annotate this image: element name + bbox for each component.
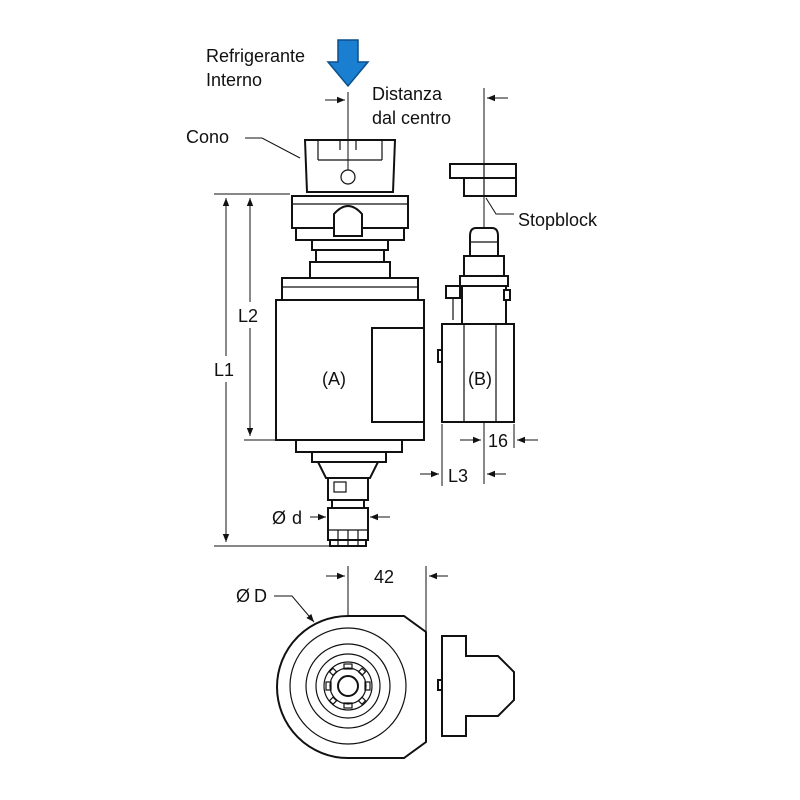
taper-leader-line	[245, 137, 301, 159]
plan-view-body	[276, 615, 427, 759]
center-distance-label-line1: Distanza	[372, 84, 443, 104]
stopblock-part	[449, 163, 517, 197]
d-diameter-symbol: Ø	[272, 508, 286, 528]
stopblock-leader-line	[485, 197, 514, 215]
big-d-leader	[274, 595, 315, 623]
coolant-label-line1: Refrigerante	[206, 46, 305, 66]
l1-label: L1	[214, 360, 234, 380]
center-distance-label-line2: dal centro	[372, 108, 451, 128]
taper-label: Cono	[186, 127, 229, 147]
l3-label: L3	[448, 466, 468, 486]
l2-label: L2	[238, 306, 258, 326]
dim16-label: 16	[488, 431, 508, 451]
tool-holder-view-b	[437, 227, 515, 423]
view-a-label: (A)	[322, 369, 346, 389]
coolant-label-line2: Interno	[206, 70, 262, 90]
view-b-label: (B)	[468, 369, 492, 389]
dim42-label: 42	[374, 567, 394, 587]
plan-view-stopblock	[437, 635, 515, 737]
stopblock-label: Stopblock	[518, 210, 598, 230]
big-d-diameter-symbol: Ø	[236, 586, 250, 606]
d-label: d	[292, 508, 302, 528]
tool-holder-view-a	[275, 139, 425, 547]
coolant-arrow-icon	[326, 39, 370, 88]
big-d-label: D	[254, 586, 267, 606]
